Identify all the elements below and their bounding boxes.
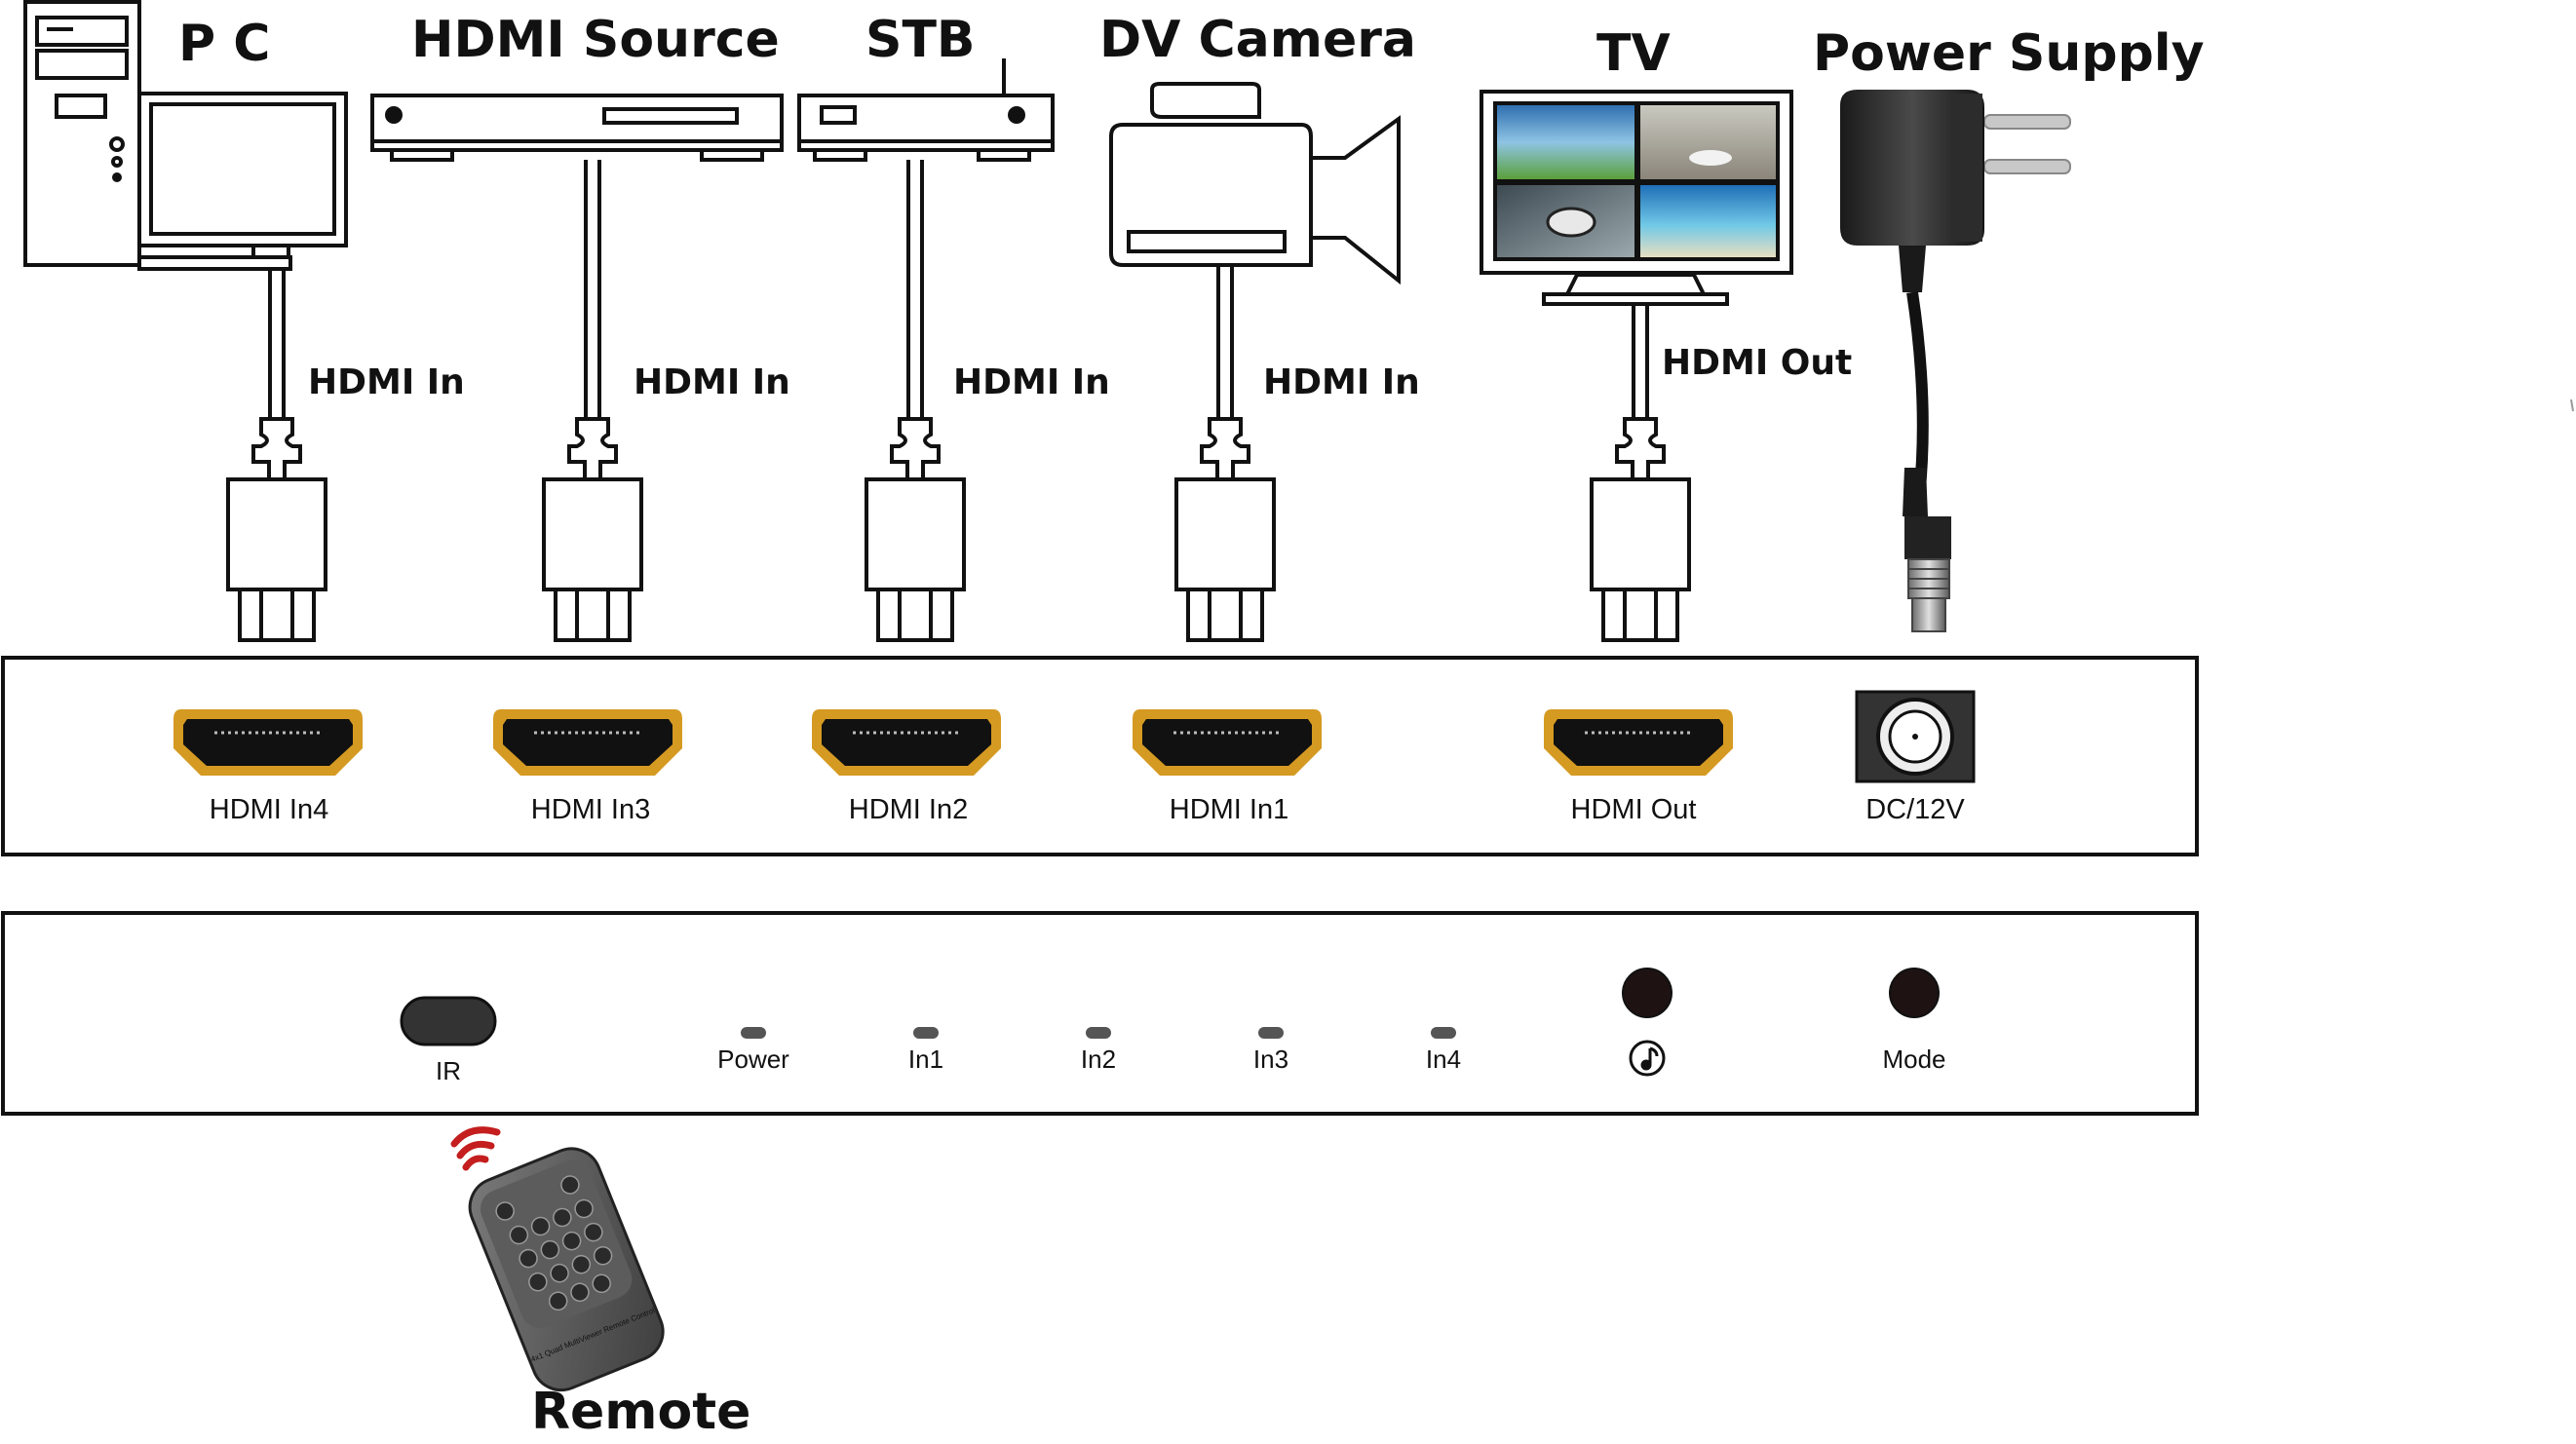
power-supply-title: Power Supply [1813, 24, 2205, 83]
hdmi-in4-port[interactable] [173, 709, 363, 776]
in3-led-label: In3 [1253, 1045, 1288, 1074]
in1-led-label: In1 [908, 1045, 943, 1074]
cable-label-stb: HDMI In [953, 362, 1110, 402]
in3-led [1258, 1027, 1284, 1039]
in1-led [913, 1027, 939, 1039]
mode-button[interactable] [1889, 968, 1940, 1018]
pc-title: P C [178, 15, 270, 73]
ir-label: IR [436, 1056, 461, 1085]
hdmi-source-title: HDMI Source [411, 11, 780, 69]
audio-icon [1629, 1040, 1666, 1077]
port-label-hdmi-out: HDMI Out [1571, 794, 1697, 825]
port-label-hdmi-in3: HDMI In3 [531, 794, 650, 825]
cable-label-hdmi-source: HDMI In [634, 362, 790, 402]
in4-led [1431, 1027, 1456, 1039]
in4-led-label: In4 [1426, 1045, 1461, 1074]
edge-tick [2570, 399, 2574, 412]
pc-icon [23, 0, 348, 271]
remote-control-icon: 4x1 Quad MultiViewer Remote Control [468, 1147, 665, 1392]
ir-receiver [400, 996, 497, 1046]
tv-title: TV [1596, 24, 1671, 83]
dv-camera-title: DV Camera [1099, 11, 1416, 69]
in2-led [1086, 1027, 1111, 1039]
hdmi-cable-tv [1590, 304, 1691, 642]
rear-panel [1, 656, 2199, 856]
hdmi-cable-hdmi-source [542, 160, 643, 642]
hdmi-in1-port[interactable] [1133, 709, 1322, 776]
port-label-hdmi-in1: HDMI In1 [1170, 794, 1288, 825]
port-label-hdmi-in4: HDMI In4 [210, 794, 328, 825]
front-panel [1, 911, 2199, 1116]
tv-screen-landscape [1497, 105, 1634, 179]
power-led [741, 1027, 766, 1039]
cable-label-tv: HDMI Out [1662, 343, 1852, 383]
mode-label: Mode [1882, 1045, 1945, 1074]
stb-icon [797, 58, 1055, 162]
hdmi-in3-port[interactable] [493, 709, 682, 776]
in2-led-label: In2 [1081, 1045, 1116, 1074]
hdmi-cable-pc [226, 271, 327, 642]
hdmi-cable-dv-camera [1174, 265, 1276, 642]
port-label-hdmi-in2: HDMI In2 [849, 794, 968, 825]
power-led-label: Power [717, 1045, 789, 1074]
stb-title: STB [865, 11, 976, 69]
hdmi-source-icon [370, 94, 784, 162]
dv-camera-icon [1109, 82, 1401, 285]
power-adapter-icon [1840, 90, 2071, 632]
tv-screen-beach [1640, 185, 1776, 257]
cable-label-dv-camera: HDMI In [1263, 362, 1420, 402]
remote-title: Remote [531, 1383, 750, 1441]
cable-label-pc: HDMI In [308, 362, 465, 402]
hdmi-out-port[interactable] [1544, 709, 1733, 776]
tv-icon [1480, 90, 1793, 306]
tv-screen-car [1640, 105, 1776, 179]
hdmi-in2-port[interactable] [812, 709, 1001, 776]
ir-signal-icon [450, 1126, 501, 1171]
port-label-dc: DC/12V [1865, 794, 1965, 825]
dc-power-jack[interactable] [1855, 690, 1976, 783]
audio-button[interactable] [1622, 968, 1672, 1018]
hdmi-cable-stb [865, 160, 966, 642]
